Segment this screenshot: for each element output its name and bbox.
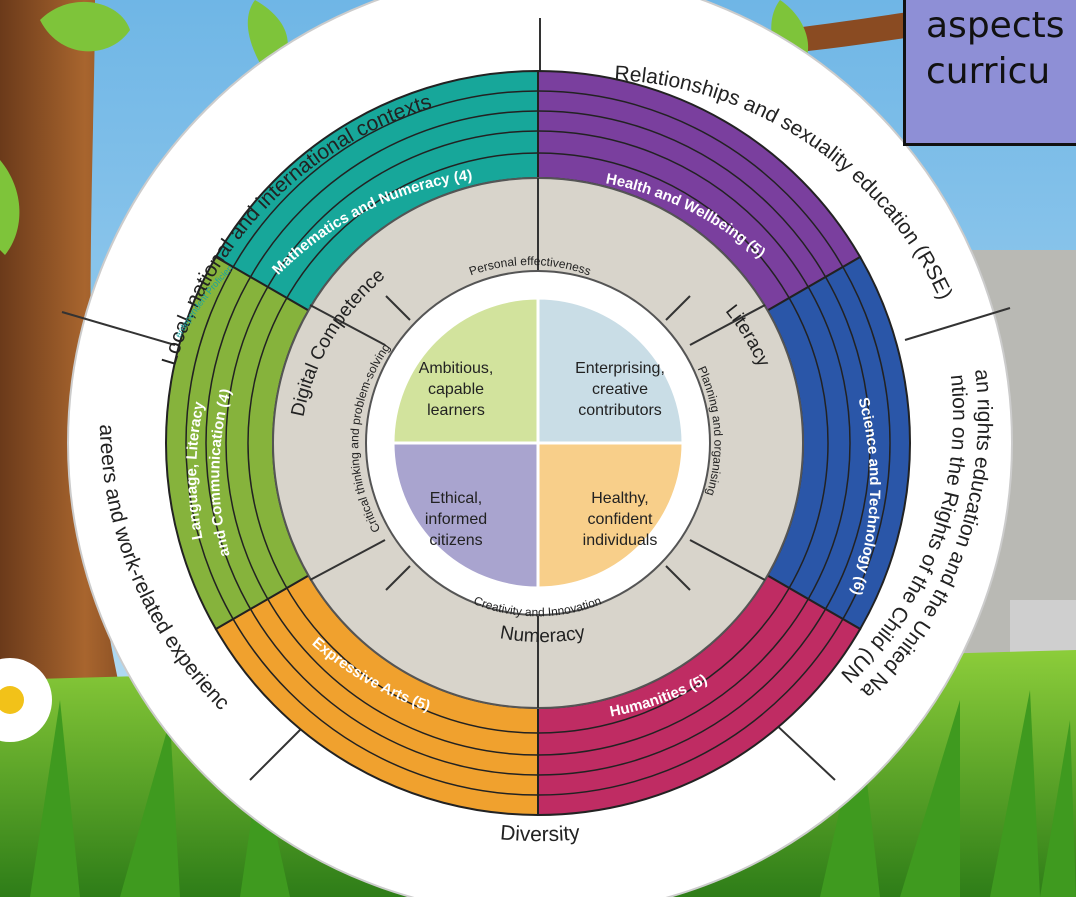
purpose-label-line: confident (588, 511, 653, 528)
four-purposes-core: Ambitious, capable learners Enterprising, cr… (391, 296, 685, 590)
areas-of-learning-ring (165, 69, 911, 817)
purpose-quadrant (536, 441, 685, 590)
grass-blades (30, 690, 1076, 897)
purpose-label: Healthy, confident individuals (583, 490, 658, 549)
title-line-2: curricu (926, 51, 1051, 92)
purpose-label-line: learners (427, 402, 485, 419)
purpose-label: Ethical, informed citizens (425, 490, 487, 549)
leaf-decoration (40, 1, 130, 52)
purpose-label-line: creative (592, 381, 648, 398)
purpose-label-line: Enterprising, (575, 360, 665, 377)
purpose-label-line: capable (428, 381, 484, 398)
aole-ring-line (205, 110, 871, 776)
aole-ring-line (247, 152, 829, 734)
purpose-label-line: Ambitious, (419, 360, 494, 377)
title-line-1: aspects (926, 5, 1065, 46)
purpose-label: Ambitious, capable learners (419, 360, 494, 419)
purpose-label-line: Healthy, (591, 490, 649, 507)
skills-ring-dividers (309, 178, 766, 708)
purpose-label-line: citizens (429, 532, 482, 549)
purpose-label: Enterprising, creative contributors (575, 360, 665, 419)
purpose-label-line: individuals (583, 532, 658, 549)
leaf-decoration (0, 160, 20, 255)
purpose-label-line: Ethical, (430, 490, 482, 507)
aole-ring-line (225, 130, 851, 756)
purpose-label-line: informed (425, 511, 487, 528)
integral-ring-dividers (385, 295, 691, 591)
skill-label-numeracy: Numeracy (499, 622, 587, 647)
slide-title-box: aspects curricu (903, 0, 1076, 146)
purpose-label-line: contributors (578, 402, 662, 419)
context-label-diversity: Diversity (499, 821, 581, 846)
aole-ring-line (185, 90, 891, 796)
daisy-flower (0, 658, 52, 742)
